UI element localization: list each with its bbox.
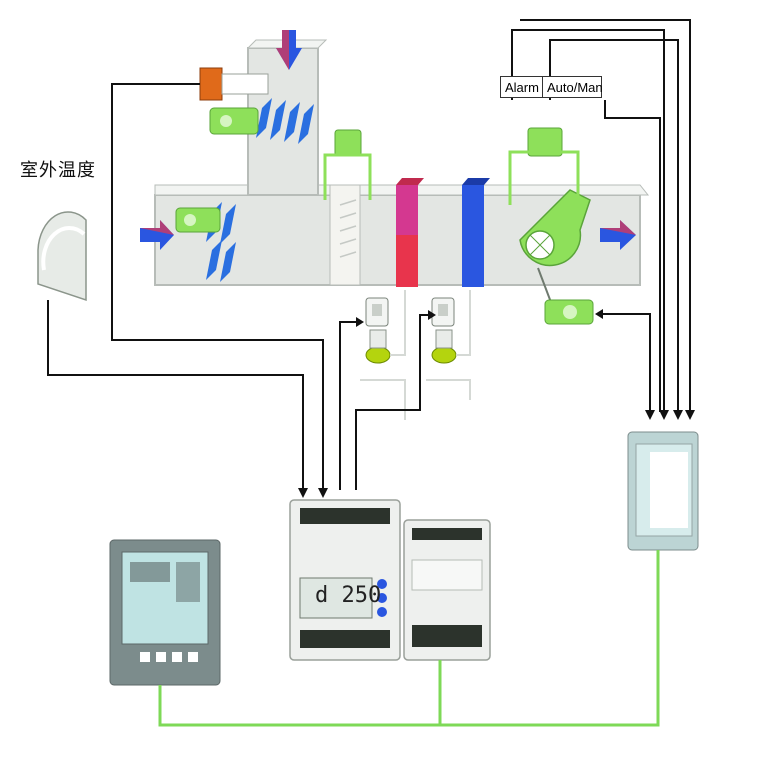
supply-fan-icon	[519, 189, 591, 267]
valve-actuator-icon	[365, 297, 391, 364]
io-module-icon	[403, 519, 491, 661]
valve-actuator-icon	[431, 297, 457, 364]
damper-actuator-icon	[209, 107, 259, 135]
fan-status-switch	[508, 127, 580, 205]
alarm-label: Alarm	[500, 76, 543, 98]
duct-temperature-sensor-icon	[199, 67, 269, 101]
damper-actuator-icon	[175, 207, 221, 233]
intake-damper	[256, 98, 314, 144]
filter-section	[329, 184, 361, 286]
filter-differential-switch	[323, 129, 372, 200]
room-unit-icon	[627, 431, 699, 551]
airflow-arrow-icon	[276, 30, 302, 70]
communication-bus	[158, 550, 660, 727]
signal-wiring	[47, 19, 691, 490]
controller-display-value: d 250	[315, 583, 382, 608]
outdoor-temperature-label: 室外温度	[20, 160, 96, 181]
auto-man-label: Auto/Man	[542, 76, 603, 98]
airflow-arrow-icon	[600, 220, 636, 250]
outdoor-temperature-sensor-icon	[37, 211, 87, 302]
signal-arrowheads	[298, 309, 695, 498]
controller-icon	[289, 499, 401, 661]
fan-current-sensor	[537, 267, 594, 325]
airflow-arrow-icon	[140, 220, 174, 250]
cooling-coil-icon	[462, 178, 490, 287]
touch-panel-icon	[109, 539, 221, 686]
heating-coil-icon	[396, 178, 424, 287]
